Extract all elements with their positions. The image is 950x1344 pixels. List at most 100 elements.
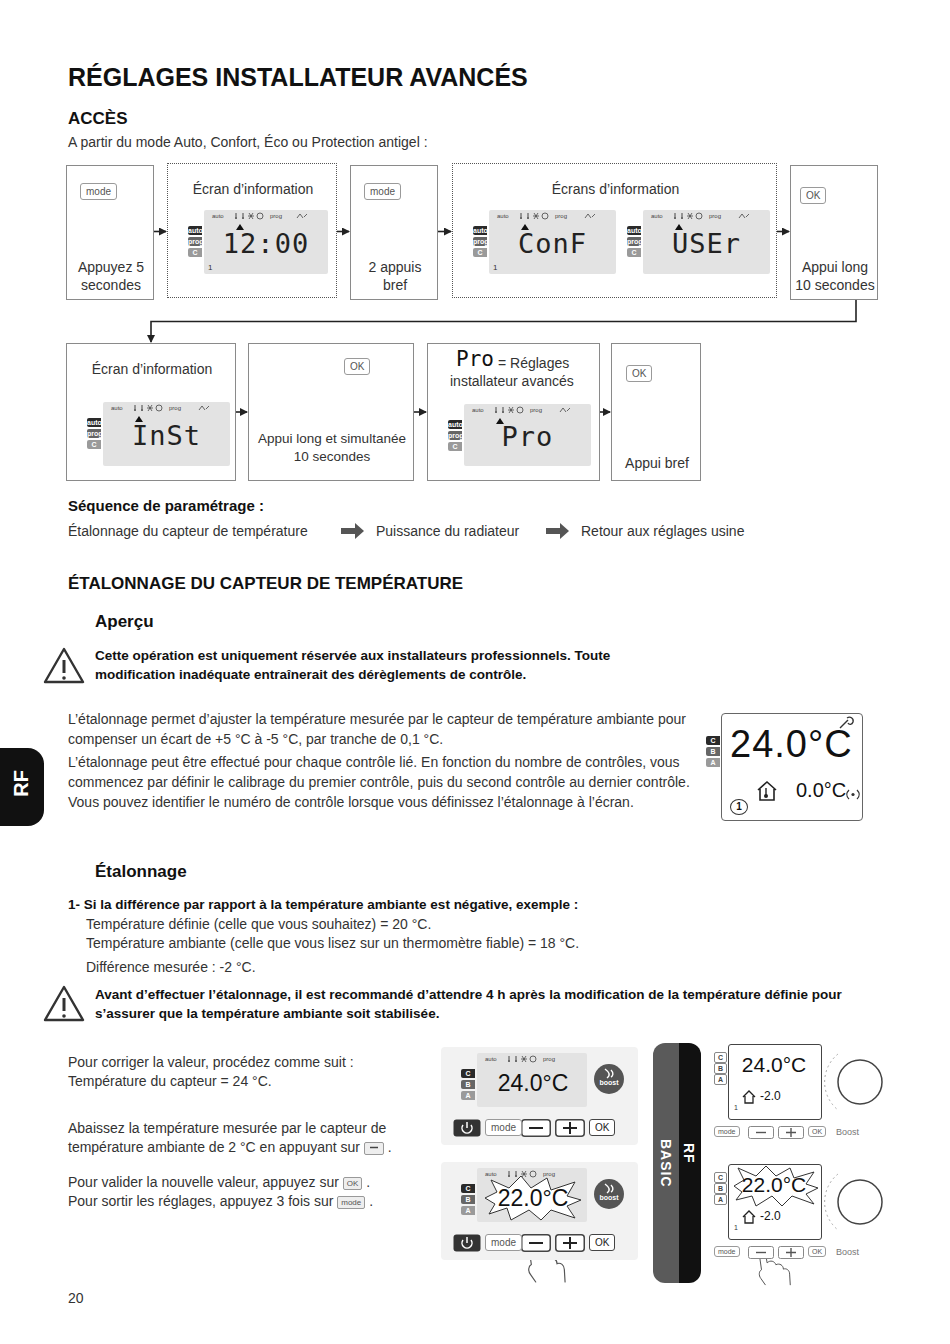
zone-tab: auto [627,226,641,235]
process-text: = Réglages installateur avancés [450,354,596,390]
process-box: Appui long et simultanée 10 secondes [248,343,414,481]
lcd-icons [507,1055,539,1064]
body-text: Pour corriger la valeur, procédez comme … [68,1053,428,1071]
mode-button: mode [714,1246,740,1257]
lcd-wrench [296,213,308,219]
process-text: Appuyez 5 secondes [71,258,151,294]
ok-button: OK [808,1126,826,1137]
zone-tab: B [461,1080,475,1089]
instruction-text: Abaissez la température mesurée par le c… [68,1119,418,1157]
zone-number: 1 [734,1224,738,1232]
zone-tab: prog [448,431,462,440]
signal-icon [846,788,860,800]
zone-tab: C [461,1069,475,1078]
body-text: 20 [68,1289,108,1307]
side-tab: RF [0,748,44,826]
lcd-mode-text: prog [270,213,282,220]
lcd-mode-text: prog [555,213,567,220]
boost-label: boost [593,1194,625,1202]
mode-button: mode [485,1119,522,1136]
body-text: Retour aux réglages usine [581,522,801,540]
zone-tab: A [461,1206,475,1215]
plus-button [555,1119,585,1137]
warning-text: Cette opération est uniquement réservée … [95,646,655,684]
lcd-mode-text: auto [497,213,509,220]
process-text: Écran d’information [168,180,338,198]
flow-arrow [414,411,426,413]
lcd-mode-text: prog [543,1056,555,1063]
flow-arrow [777,231,789,233]
body-text: Séquence de paramétrage : [68,496,488,516]
zone-tab: C [87,440,101,449]
zone-tab: auto [188,226,202,235]
mode-button: mode [714,1126,740,1137]
band-text: BASIC [657,1139,675,1188]
sequence-arrows [341,523,569,539]
control-panel: CBAautoprog22.0°CboostmodeOK [441,1162,638,1260]
lcd-mode-text: auto [111,405,123,412]
pro-symbol: Pro [456,346,494,372]
zone-tab: B [714,1183,727,1194]
lcd-mode-text: auto [485,1171,497,1178]
control-panel: CBA24.0°C-2.01modeOKBoost [712,1040,880,1144]
minus-button [748,1246,774,1259]
warning-text: Avant d’effectuer l’étalonnage, il est r… [95,985,865,1023]
ok-button: OK [626,365,652,382]
offset-value: -2.0 [760,1208,781,1224]
section-heading: ACCÈS [68,108,368,130]
ok-button: OK [589,1234,615,1251]
body-text: Température définie (celle que vous souh… [86,915,786,933]
body-text: A partir du mode Auto, Confort, Éco ou P… [68,133,688,151]
process-box: Écran d’informationautoprogCautoprogInSt [66,343,236,481]
lcd-icons [234,212,266,221]
process-text: 2 appuis bref [355,258,435,294]
lcd-digits: 22.0°C [481,1184,585,1212]
zone-tab: auto [473,226,487,235]
lcd-wrench [198,405,210,411]
lcd-display: autoprogCautoprogConF1 [471,210,616,274]
power-button [453,1234,481,1252]
zone-tab: C [627,248,641,257]
house-icon [742,1090,756,1104]
boost-text: Boost [836,1127,859,1138]
zone-tab: C [461,1184,475,1193]
lcd-mode-text: auto [485,1056,497,1063]
body-text: . [388,1139,392,1155]
zone-tab: C [706,736,720,745]
lcd-mode-text: prog [709,213,721,220]
process-text: Appui long et simultanée 10 secondes [252,430,412,466]
side-tab-text: RF [8,770,34,797]
lcd-mode-text: prog [530,407,542,414]
mode-button: mode [485,1234,522,1251]
zone-number: 1 [493,263,497,272]
process-text: Écran d’information [67,360,237,378]
zone-tab: prog [473,237,487,246]
ok-button: OK [808,1246,826,1257]
model-band: BASICRF [653,1043,701,1283]
control-panel: CBA22.0°C-2.01modeOKBoost [712,1160,880,1264]
zone-number: 1 [208,263,212,272]
section-heading: ÉTALONNAGE DU CAPTEUR DE TEMPÉRATURE [68,573,708,595]
plus-button [778,1246,804,1259]
body-text: Abaissez la température mesurée par le c… [68,1120,386,1155]
lcd-digits: USEr [643,228,770,260]
power-button [453,1119,481,1137]
body-text: . [366,1174,370,1190]
zone-tab: C [714,1172,727,1183]
lcd-icons [133,404,165,413]
lcd-digits: 24.0°C [730,1052,818,1078]
body-text: Différence mesurée : -2 °C. [86,958,786,976]
lcd-wrench [584,213,596,219]
zone-tab: A [461,1091,475,1100]
lcd-mode-text: prog [169,405,181,412]
zone-tab: C [188,248,202,257]
lcd-mode-text: prog [543,1171,555,1178]
lcd-icons [673,212,705,221]
key-label: mode [337,1196,365,1209]
flow-arrow [438,231,451,233]
process-text: Écrans d’information [453,180,778,198]
zone-tab: B [714,1063,727,1074]
lcd-digits: 24.0°C [730,722,853,766]
body-text: Puissance du radiateur [376,522,541,540]
